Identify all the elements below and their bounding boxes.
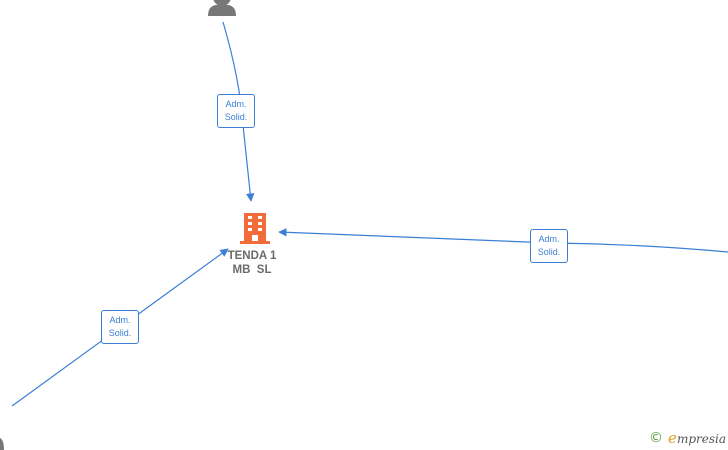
edge-role-line2: Solid. (537, 247, 561, 257)
edge-role-line1: Adm. (538, 234, 560, 244)
company-name-line2: MB SL (232, 264, 272, 276)
edge-label-right[interactable]: Adm. Solid. (530, 229, 568, 263)
company-name[interactable]: TENDA 1 MB SL (222, 249, 282, 277)
edge-role-line2: Solid. (108, 328, 132, 338)
edge-label-top[interactable]: Adm. Solid. (217, 94, 255, 128)
person-icon[interactable] (208, 0, 236, 16)
watermark: © empresia (649, 429, 726, 447)
person-icon[interactable] (0, 438, 4, 450)
edge-line-right (278, 228, 728, 253)
brand-logo: empresia (668, 429, 726, 447)
edge-label-left[interactable]: Adm. Solid. (101, 310, 139, 344)
edge-role-line1: Adm. (225, 99, 247, 109)
brand-name: mpresia (676, 432, 726, 446)
copyright-icon: © (649, 430, 664, 446)
brand-initial: e (668, 429, 677, 447)
edge-role-line1: Adm. (109, 315, 131, 325)
edge-role-line2: Solid. (224, 112, 248, 122)
company-name-line1: TENDA 1 (227, 250, 277, 262)
building-icon[interactable] (240, 213, 270, 244)
